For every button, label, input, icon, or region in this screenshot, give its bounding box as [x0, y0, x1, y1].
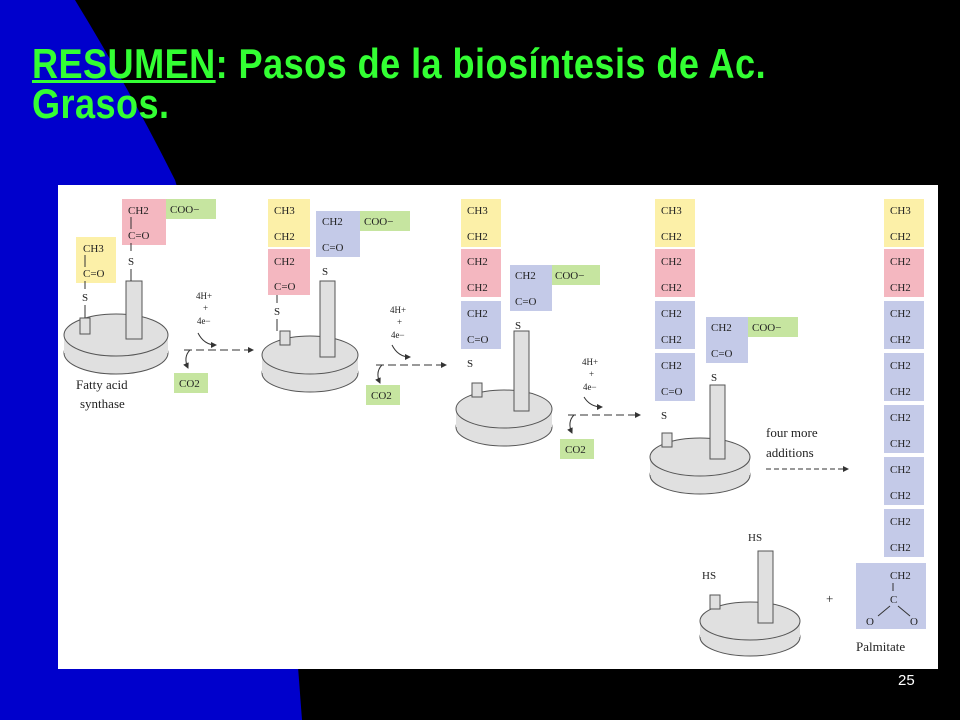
s4-mal-s: S: [711, 372, 717, 384]
p-ch2-5: CH2: [890, 334, 911, 346]
synthase-label: synthase: [80, 396, 125, 411]
malonyl-s: S: [128, 256, 134, 268]
stage-2: CH3 CH2 CH2 C=O S CH2 COO− C=O S: [261, 199, 410, 393]
four-more-additions: four more additions: [766, 425, 849, 472]
s4-mal-ch2: CH2: [711, 322, 732, 334]
stage-3: CH3 CH2 CH2 CH2 CH2 C=O S CH2 COO− C=O S: [455, 199, 600, 447]
title-rest: : Pasos de la biosíntesis de Ac. Grasos.: [32, 40, 767, 127]
reducing-plus: +: [203, 303, 208, 313]
s3-co: C=O: [467, 334, 489, 346]
p-carboxyl-o1: O: [866, 616, 874, 628]
stage-1: CH3 C=O S CH2 COO− C=O S Fatty acid synt…: [63, 199, 216, 411]
p-ch2-12: CH2: [890, 516, 911, 528]
reducing-4e: 4e−: [197, 316, 211, 326]
palmitate: CH3 CH2 CH2 CH2 CH2 CH2 CH2 CH2 CH2 CH2 …: [856, 199, 926, 654]
p-ch2-8: CH2: [890, 412, 911, 424]
s4-ch2e: CH2: [661, 334, 682, 346]
reaction-1: 4H+ + 4e− CO2: [174, 291, 254, 393]
plus-sign: +: [826, 591, 833, 606]
s3-mal-ch2: CH2: [515, 270, 536, 282]
s3-ch3: CH3: [467, 205, 488, 217]
s3-ch2c: CH2: [467, 282, 488, 294]
s4-ch2c: CH2: [661, 282, 682, 294]
biosynthesis-diagram-panel: CH3 C=O S CH2 COO− C=O S Fatty acid synt…: [58, 185, 938, 669]
reaction-2: 4H+ + 4e− CO2: [366, 305, 447, 405]
r3-4h: 4H+: [582, 357, 598, 367]
r2-plus: +: [397, 317, 402, 327]
acetyl-s: S: [82, 292, 88, 304]
s2-ch2a: CH2: [274, 231, 295, 243]
p-ch2-9: CH2: [890, 438, 911, 450]
p-ch2-14: CH2: [890, 570, 911, 582]
p-ch3: CH3: [890, 205, 911, 217]
malonyl-ch2: CH2: [128, 205, 149, 217]
fatty-acid-label: Fatty acid: [76, 377, 128, 392]
slide-title: RESUMEN: Pasos de la biosíntesis de Ac. …: [32, 43, 806, 125]
p-ch2-7: CH2: [890, 386, 911, 398]
s4-ch2b: CH2: [661, 256, 682, 268]
r2-4e: 4e−: [391, 330, 405, 340]
four-more-line2: additions: [766, 445, 814, 460]
s2-mal-coo: COO−: [364, 216, 393, 228]
title-underlined: RESUMEN: [32, 40, 216, 87]
malonyl-coo: COO−: [170, 204, 199, 216]
s4-ch2a: CH2: [661, 231, 682, 243]
s2-ch3: CH3: [274, 205, 295, 217]
r2-4h: 4H+: [390, 305, 406, 315]
p-ch2-3: CH2: [890, 282, 911, 294]
reducing-4h: 4H+: [196, 291, 212, 301]
acetyl-co: C=O: [83, 268, 105, 280]
p-ch2-13: CH2: [890, 542, 911, 554]
s2-mal-co: C=O: [322, 242, 344, 254]
s3-mal-s: S: [515, 320, 521, 332]
r3-4e: 4e−: [583, 382, 597, 392]
s4-s: S: [661, 410, 667, 422]
free-synthase: HS HS +: [699, 532, 833, 657]
hs-left: HS: [702, 570, 716, 582]
palmitate-label: Palmitate: [856, 639, 905, 654]
co2-1: CO2: [179, 378, 200, 390]
s4-ch3: CH3: [661, 205, 682, 217]
s3-mal-coo: COO−: [555, 270, 584, 282]
four-more-line1: four more: [766, 425, 818, 440]
p-ch2-6: CH2: [890, 360, 911, 372]
p-carboxyl-c: C: [890, 594, 897, 606]
p-ch2-2: CH2: [890, 256, 911, 268]
p-ch2-10: CH2: [890, 464, 911, 476]
malonyl-co: C=O: [128, 230, 150, 242]
reaction-3: 4H+ + 4e− CO2: [560, 357, 641, 459]
hs-top: HS: [748, 532, 762, 544]
s2-mal-s: S: [322, 266, 328, 278]
s3-s: S: [467, 358, 473, 370]
s4-ch2f: CH2: [661, 360, 682, 372]
p-carboxyl-o2: O: [910, 616, 918, 628]
s4-mal-co: C=O: [711, 348, 733, 360]
s4-mal-coo: COO−: [752, 322, 781, 334]
p-ch2-4: CH2: [890, 308, 911, 320]
s4-co: C=O: [661, 386, 683, 398]
r3-plus: +: [589, 369, 594, 379]
s3-ch2b: CH2: [467, 256, 488, 268]
s2-s: S: [274, 306, 280, 318]
s4-ch2d: CH2: [661, 308, 682, 320]
co2-3: CO2: [565, 444, 586, 456]
s3-mal-co: C=O: [515, 296, 537, 308]
s3-ch2d: CH2: [467, 308, 488, 320]
s2-co: C=O: [274, 281, 296, 293]
slide-number: 25: [898, 672, 915, 689]
acetyl-ch3: CH3: [83, 243, 104, 255]
fatty-acid-biosynthesis-diagram: CH3 C=O S CH2 COO− C=O S Fatty acid synt…: [63, 199, 926, 657]
s2-ch2b: CH2: [274, 256, 295, 268]
co2-2: CO2: [371, 390, 392, 402]
stage-4: CH3 CH2 CH2 CH2 CH2 CH2 CH2 C=O S CH2 CO…: [649, 199, 798, 495]
p-ch2-1: CH2: [890, 231, 911, 243]
p-ch2-11: CH2: [890, 490, 911, 502]
s2-mal-ch2: CH2: [322, 216, 343, 228]
s3-ch2a: CH2: [467, 231, 488, 243]
